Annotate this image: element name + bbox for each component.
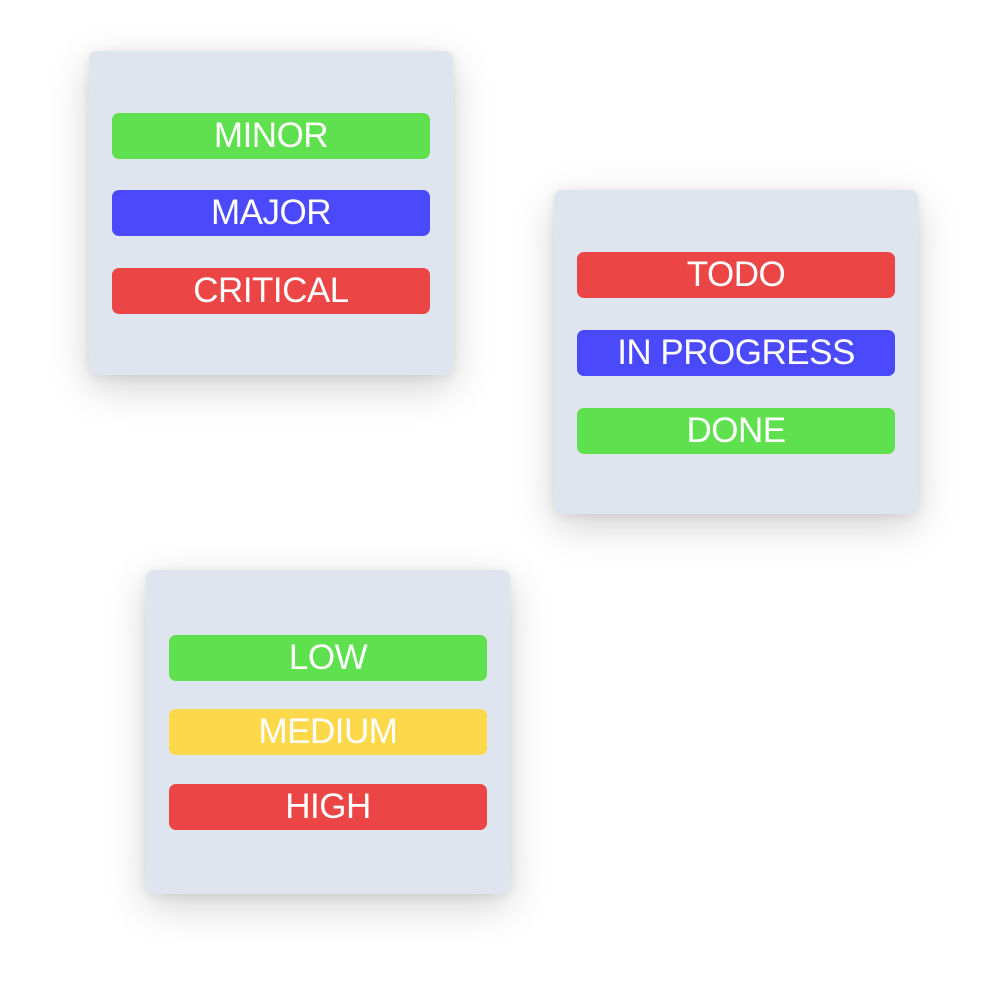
- badge-todo[interactable]: TODO: [577, 252, 895, 298]
- badge-done[interactable]: DONE: [577, 408, 895, 454]
- badge-major[interactable]: MAJOR: [112, 190, 430, 236]
- priority-card: LOW MEDIUM HIGH: [146, 570, 510, 894]
- badge-in-progress[interactable]: IN PROGRESS: [577, 330, 895, 376]
- badge-critical[interactable]: CRITICAL: [112, 268, 430, 314]
- badge-high[interactable]: HIGH: [169, 784, 487, 830]
- status-card: TODO IN PROGRESS DONE: [554, 190, 918, 514]
- badge-low[interactable]: LOW: [169, 635, 487, 681]
- severity-card: MINOR MAJOR CRITICAL: [89, 51, 453, 375]
- badge-medium[interactable]: MEDIUM: [169, 709, 487, 755]
- badge-minor[interactable]: MINOR: [112, 113, 430, 159]
